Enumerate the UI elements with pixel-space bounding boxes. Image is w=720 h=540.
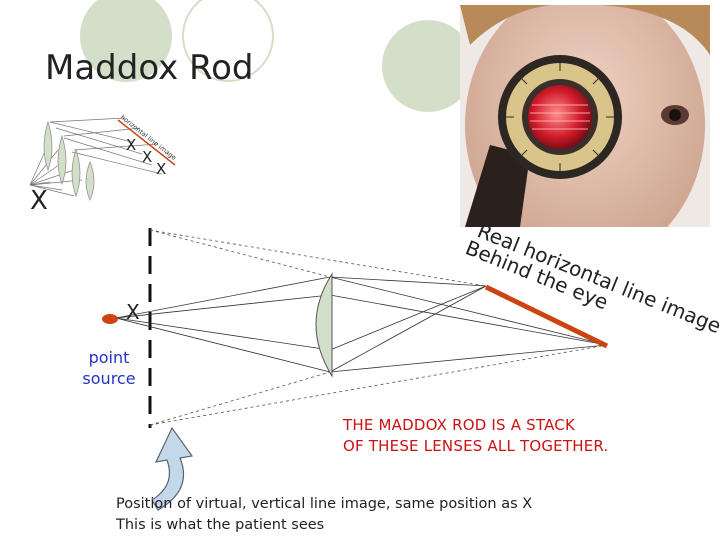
stack-caption: THE MADDOX ROD IS A STACK OF THESE LENSE… bbox=[343, 415, 608, 457]
point-source-line2: source bbox=[82, 369, 136, 388]
footer-line2: This is what the patient sees bbox=[116, 517, 325, 533]
point-source-label: point source bbox=[74, 347, 144, 389]
stack-x-marker-1: X bbox=[126, 136, 136, 154]
footer-line1: Position of virtual, vertical line image… bbox=[116, 496, 533, 512]
real-line-image bbox=[484, 284, 609, 349]
stack-x-marker-3: X bbox=[156, 160, 166, 178]
source-x-marker: X bbox=[30, 186, 48, 216]
real-image-label-line1: Real horizontal line image bbox=[474, 218, 720, 338]
lens-shape bbox=[315, 272, 333, 378]
virtual-rays bbox=[149, 229, 608, 426]
caption-line2: OF THESE LENSES ALL TOGETHER. bbox=[343, 437, 609, 455]
lens-stack-illustration: horizontal line image X X X bbox=[29, 113, 178, 201]
point-source-dot bbox=[102, 314, 118, 324]
decorative-circle-filled-right bbox=[382, 20, 474, 112]
stack-x-marker-2: X bbox=[142, 148, 152, 166]
point-source-line1: point bbox=[88, 348, 130, 367]
rotation-arrow-icon bbox=[151, 426, 194, 511]
photo-illustration bbox=[460, 5, 710, 227]
maddox-rod-photo bbox=[460, 5, 710, 227]
slide-title: Maddox Rod bbox=[45, 48, 254, 88]
light-rays bbox=[115, 276, 608, 373]
decorative-circle-outline bbox=[182, 0, 274, 82]
caption-line1: THE MADDOX ROD IS A STACK bbox=[343, 416, 575, 434]
decorative-circle-filled-left bbox=[80, 0, 172, 82]
point-x-marker: X bbox=[126, 300, 140, 324]
footer-text: Position of virtual, vertical line image… bbox=[116, 494, 532, 536]
